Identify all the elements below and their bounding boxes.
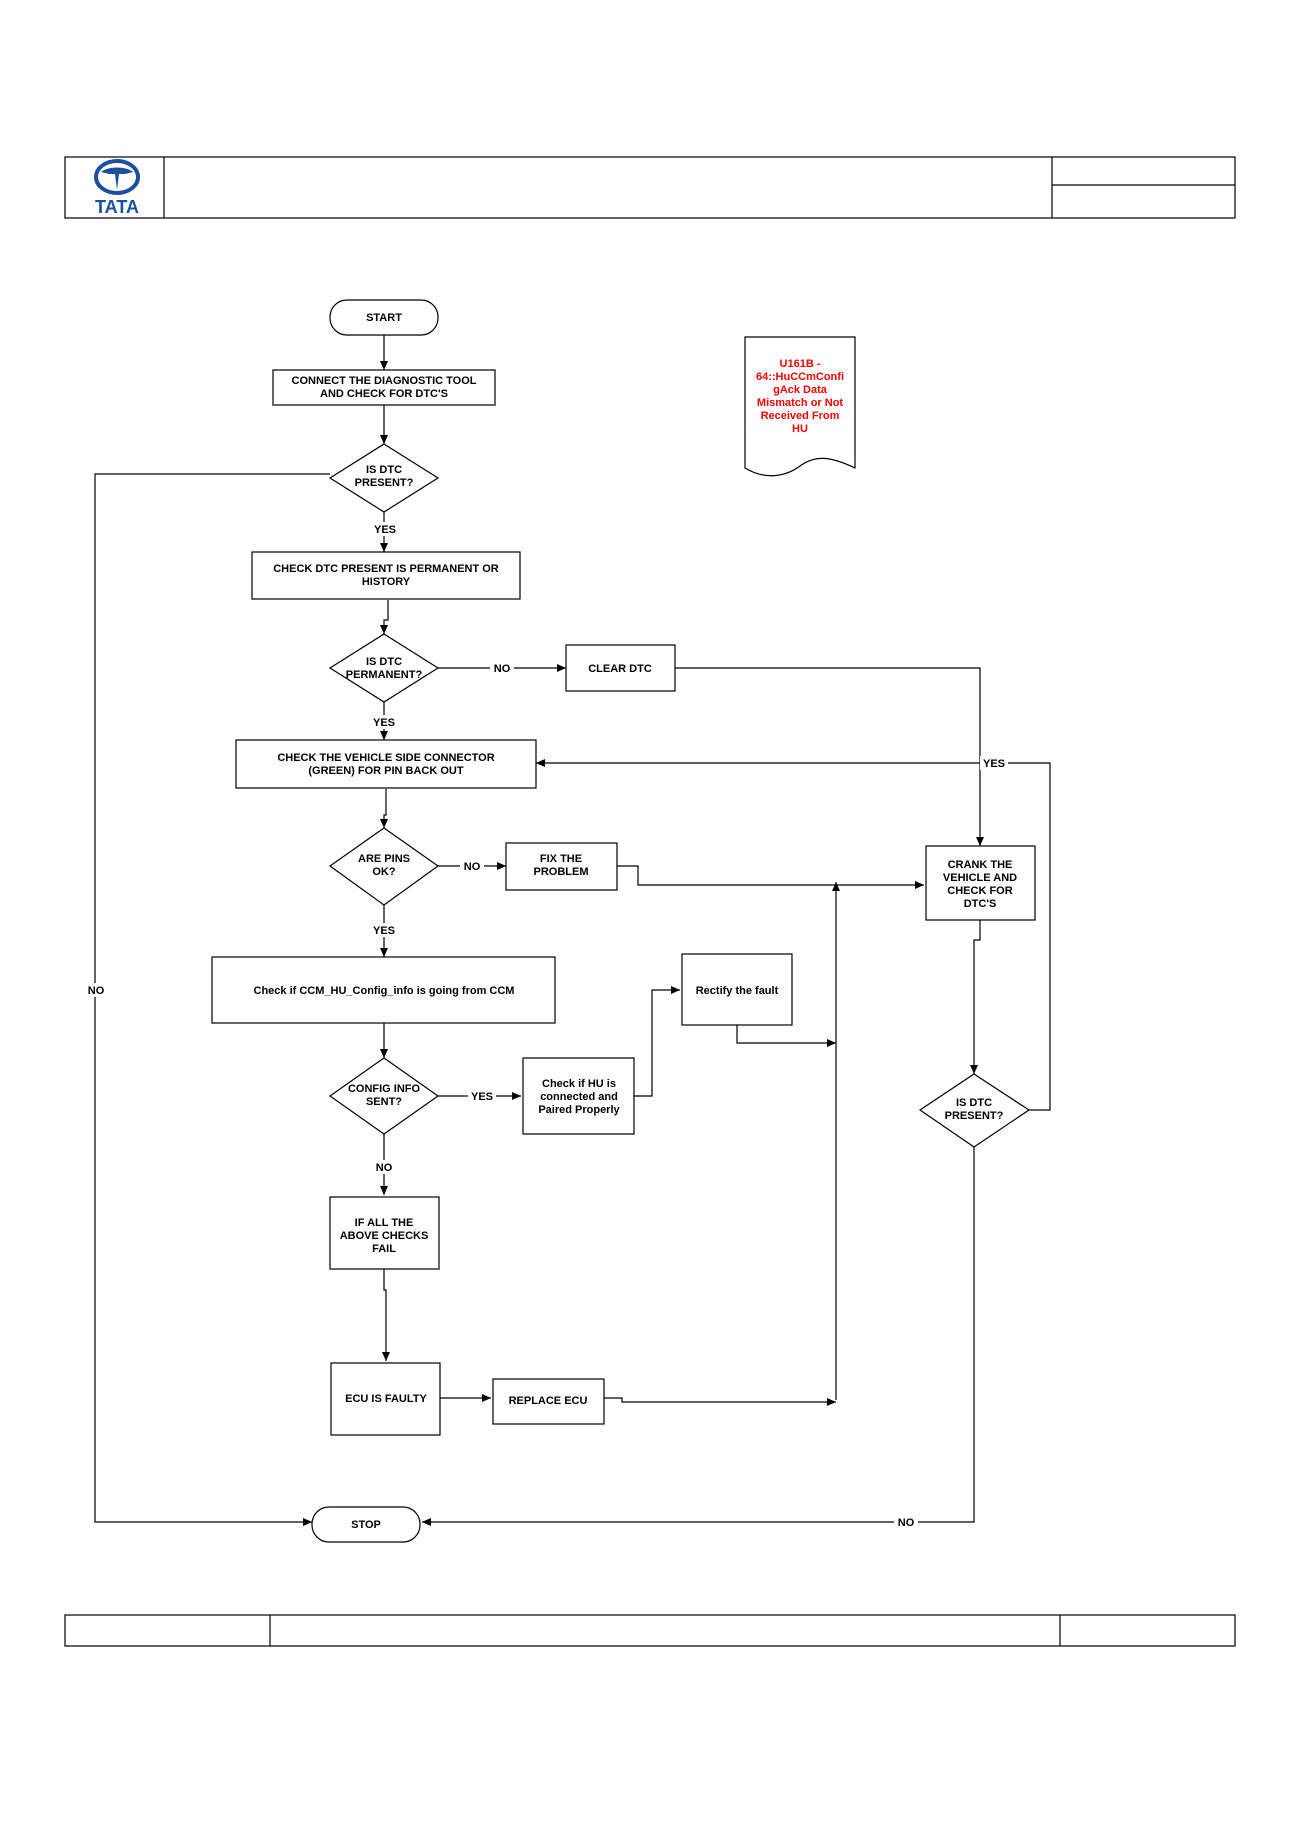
text-line: AND CHECK FOR DTC'S: [320, 388, 448, 400]
header-frame: [64, 156, 1236, 219]
text-line: IF ALL THE: [355, 1217, 414, 1229]
text-line: PROBLEM: [534, 866, 589, 878]
text-line: IS DTC: [366, 464, 402, 476]
text-line: DTC'S: [964, 898, 997, 910]
text-line: HISTORY: [362, 576, 411, 588]
node-replace-ecu: REPLACE ECU: [492, 1378, 605, 1425]
text-line: FAIL: [372, 1243, 396, 1255]
text-line: PRESENT?: [945, 1110, 1004, 1122]
node-start-text: START: [366, 312, 402, 324]
text-line: FIX THE: [540, 853, 582, 865]
text-line: Received From: [761, 410, 840, 422]
label-perm-yes: YES: [373, 717, 395, 729]
label-perm-no: NO: [494, 663, 511, 675]
label-dtc2-no: NO: [898, 1517, 915, 1529]
label-pins-no: NO: [464, 861, 481, 873]
text-line: STOP: [351, 1519, 381, 1531]
text-line: IS DTC: [366, 656, 402, 668]
text-line: CRANK THE: [948, 859, 1013, 871]
label-config-no: NO: [376, 1162, 393, 1174]
text-line: CHECK FOR: [947, 885, 1012, 897]
edge-labels: YES NO NO YES NO YES YES NO YES NO: [84, 522, 1008, 1529]
node-ecu-faulty: ECU IS FAULTY: [330, 1362, 441, 1436]
connectors: [94, 335, 1051, 1526]
node-stop: STOP: [311, 1506, 421, 1543]
text-line: ECU IS FAULTY: [345, 1393, 427, 1405]
text-line: Rectify the fault: [696, 985, 779, 997]
node-clear-dtc: CLEAR DTC: [565, 644, 676, 692]
node-check-ccm-text: Check if CCM_HU_Config_info is going fro…: [254, 985, 515, 997]
text-line: ARE PINS: [358, 853, 410, 865]
text-line: START: [366, 312, 402, 324]
text-line: CHECK THE VEHICLE SIDE CONNECTOR: [277, 752, 494, 764]
label-config-yes: YES: [471, 1091, 493, 1103]
node-rectify-fault: Rectify the fault: [681, 953, 793, 1026]
node-check-connector-text: CHECK THE VEHICLE SIDE CONNECTOR(GREEN) …: [277, 752, 494, 777]
text-line: ABOVE CHECKS: [340, 1230, 429, 1242]
node-replace-ecu-text: REPLACE ECU: [509, 1395, 588, 1407]
label-dtc1-yes: YES: [374, 524, 396, 536]
text-line: U161B -: [780, 358, 821, 370]
text-line: CHECK DTC PRESENT IS PERMANENT OR: [273, 563, 499, 575]
text-line: gAck Data: [773, 384, 828, 396]
text-line: CONNECT THE DIAGNOSTIC TOOL: [292, 375, 477, 387]
label-dtc1-no: NO: [88, 985, 105, 997]
node-ecu-faulty-text: ECU IS FAULTY: [345, 1393, 427, 1405]
text-line: Paired Properly: [538, 1104, 620, 1116]
text-line: IS DTC: [956, 1097, 992, 1109]
text-line: REPLACE ECU: [509, 1395, 588, 1407]
text-line: CONFIG INFO: [348, 1083, 421, 1095]
node-stop-text: STOP: [351, 1519, 381, 1531]
node-rectify-fault-text: Rectify the fault: [696, 985, 779, 997]
text-line: CLEAR DTC: [588, 663, 652, 675]
text-line: Mismatch or Not: [757, 397, 844, 409]
label-pins-yes: YES: [373, 925, 395, 937]
tata-logo: TATA: [94, 159, 140, 217]
text-line: PRESENT?: [355, 477, 414, 489]
text-line: PERMANENT?: [346, 669, 423, 681]
footer-frame: [64, 1614, 1236, 1647]
node-check-ccm: Check if CCM_HU_Config_info is going fro…: [211, 956, 556, 1024]
text-line: 64::HuCCmConfi: [756, 371, 844, 383]
text-line: connected and: [540, 1091, 618, 1103]
node-clear-dtc-text: CLEAR DTC: [588, 663, 652, 675]
text-line: Check if CCM_HU_Config_info is going fro…: [254, 985, 515, 997]
text-line: (GREEN) FOR PIN BACK OUT: [308, 765, 464, 777]
text-line: SENT?: [366, 1096, 402, 1108]
logo-text: TATA: [95, 197, 139, 217]
text-line: HU: [792, 423, 808, 435]
label-dtc2-yes: YES: [983, 758, 1005, 770]
node-start: START: [329, 299, 439, 336]
text-line: VEHICLE AND: [943, 872, 1017, 884]
node-check-connector: CHECK THE VEHICLE SIDE CONNECTOR(GREEN) …: [235, 739, 537, 789]
text-line: Check if HU is: [542, 1078, 616, 1090]
text-line: OK?: [372, 866, 396, 878]
